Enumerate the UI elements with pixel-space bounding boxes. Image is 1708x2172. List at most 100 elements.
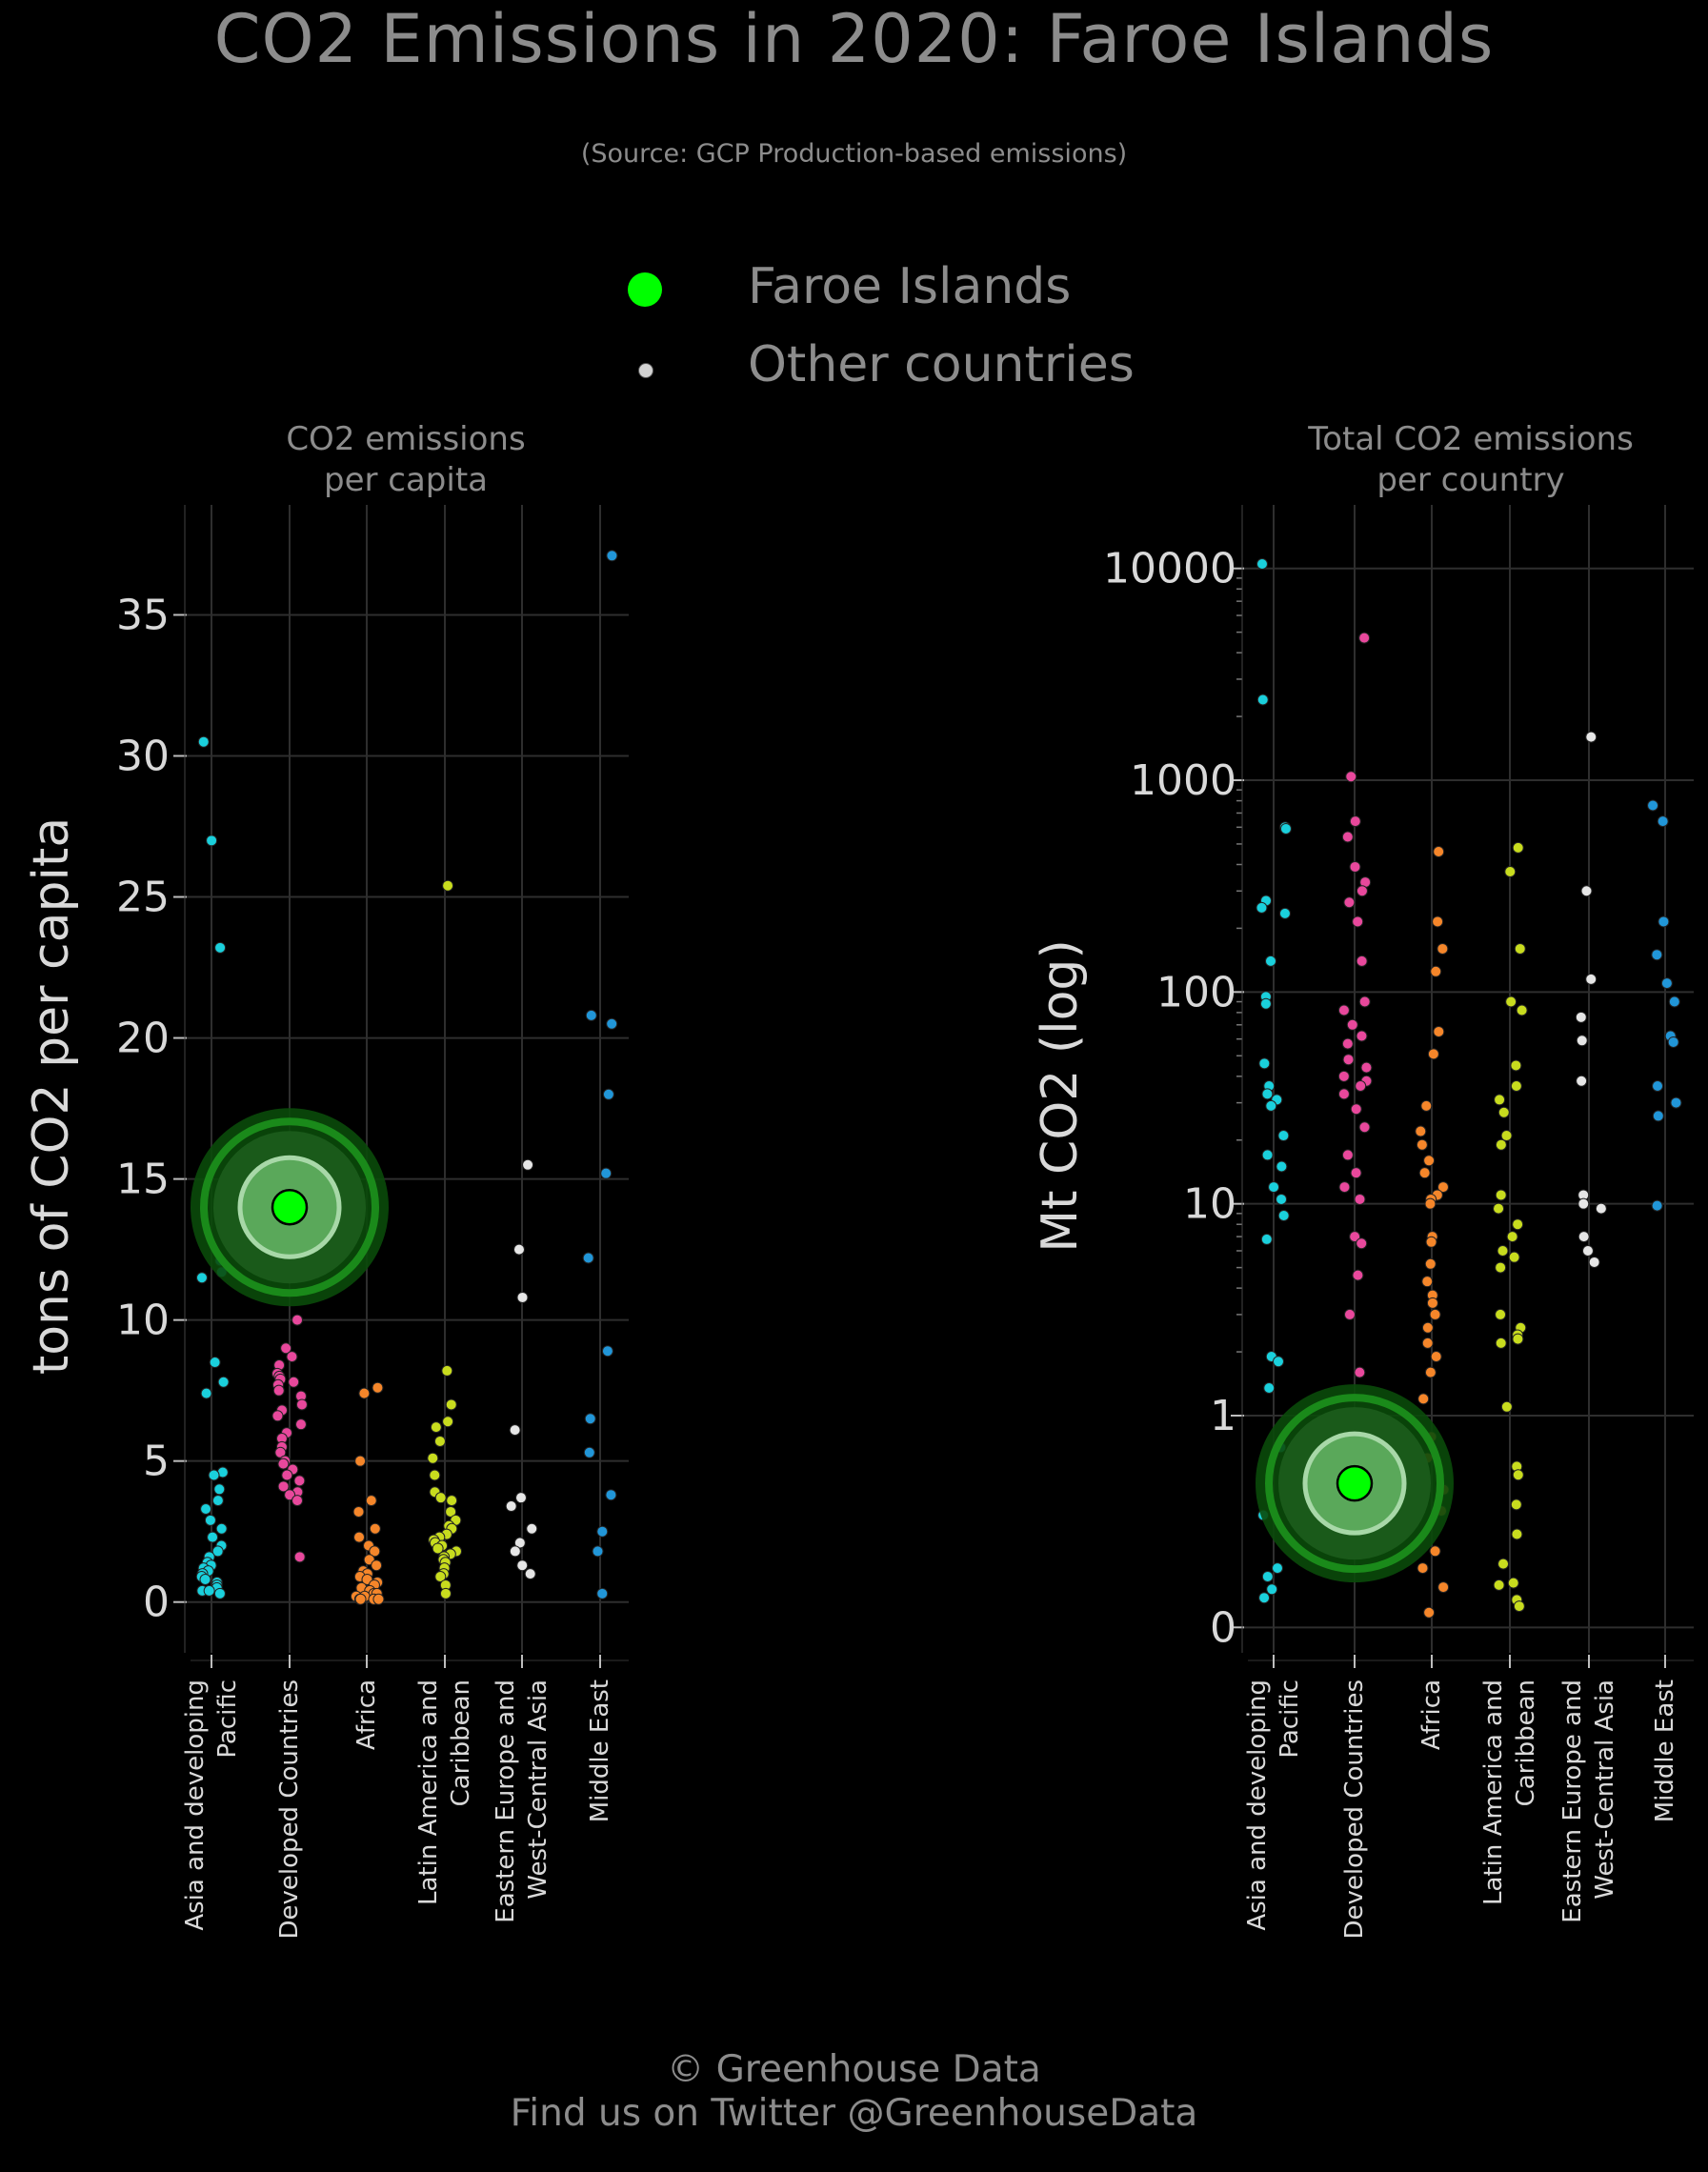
data-point [1580, 885, 1593, 897]
y-tick-label: 5 [143, 1438, 170, 1486]
data-point [288, 1376, 300, 1388]
data-point [1504, 866, 1517, 878]
data-point [1352, 1269, 1364, 1281]
data-point [272, 1384, 285, 1397]
data-point [1258, 1592, 1271, 1604]
data-point [1423, 1606, 1436, 1619]
data-point [1358, 996, 1371, 1008]
x-tick-label: Africa [352, 1679, 381, 1750]
data-point [354, 1593, 367, 1605]
data-point [442, 879, 454, 892]
data-point [1420, 1099, 1433, 1112]
data-point [1346, 1018, 1358, 1031]
x-tick-label: Pacific [1276, 1679, 1304, 1759]
x-tick-label: Middle East [1651, 1679, 1679, 1822]
data-point [358, 1387, 371, 1399]
x-tick-label: Eastern Europe and [1558, 1679, 1587, 1923]
data-point [1417, 1393, 1430, 1405]
data-point [295, 1398, 308, 1411]
data-point [1423, 1155, 1436, 1167]
data-point [1258, 1057, 1271, 1070]
data-point [1256, 901, 1268, 914]
data-point [592, 1545, 604, 1558]
data-point [293, 1551, 306, 1563]
data-point [1430, 965, 1442, 977]
data-point [1265, 1099, 1277, 1112]
data-point [1651, 1199, 1663, 1212]
data-point [1279, 822, 1292, 835]
data-point [439, 1587, 452, 1599]
data-point [1495, 1138, 1507, 1151]
x-tick-label: West-Central Asia [1591, 1679, 1619, 1900]
data-point [200, 1503, 212, 1516]
data-point [1500, 1400, 1513, 1413]
data-point [352, 1505, 365, 1518]
data-point [1497, 1244, 1509, 1257]
data-point [516, 1559, 529, 1572]
data-point [1510, 1079, 1522, 1092]
data-point [606, 550, 618, 562]
data-point [432, 1542, 444, 1555]
data-point [1512, 1469, 1524, 1481]
data-point [1668, 996, 1680, 1008]
data-point [1658, 915, 1670, 928]
data-point [1576, 1075, 1588, 1087]
x-tick-label: Pacific [213, 1679, 242, 1759]
data-point [429, 1469, 441, 1481]
data-point [1577, 1231, 1590, 1243]
x-tick-label: Asia and developing [181, 1679, 210, 1931]
data-point [585, 1009, 597, 1021]
data-point [1647, 799, 1659, 812]
data-point [1421, 1276, 1434, 1288]
data-point [601, 1345, 613, 1358]
data-point [1349, 1231, 1361, 1243]
data-point [1261, 1570, 1274, 1582]
data-point [1495, 1261, 1507, 1274]
data-point [430, 1421, 442, 1434]
data-point [515, 1492, 528, 1504]
data-point [1259, 997, 1272, 1010]
highlight-faroe-islands [191, 1108, 389, 1307]
data-point [1350, 1167, 1362, 1179]
data-point [200, 1387, 212, 1399]
data-point [1343, 896, 1356, 909]
data-point [1261, 1088, 1274, 1100]
data-point [1514, 942, 1526, 955]
data-point [1264, 955, 1276, 967]
data-point [203, 1584, 215, 1597]
data-point [1497, 1106, 1510, 1118]
data-point [1495, 1189, 1507, 1201]
y-axis-label: tons of CO2 per capita [23, 817, 80, 1375]
data-point [1263, 1382, 1276, 1395]
data-point [209, 1357, 221, 1369]
data-point [1652, 1079, 1664, 1092]
data-point [602, 1088, 614, 1100]
data-point [206, 835, 218, 847]
data-point [214, 941, 227, 954]
data-point [277, 1480, 290, 1493]
data-point [596, 1587, 609, 1599]
data-point [1437, 1581, 1450, 1594]
data-point [1341, 831, 1354, 843]
data-point [1510, 1498, 1522, 1511]
data-point [1356, 1030, 1368, 1042]
data-point [1595, 1202, 1607, 1215]
data-point [516, 1291, 529, 1303]
data-point [433, 1435, 446, 1447]
x-tick-label: Latin America and [1479, 1679, 1508, 1905]
panel-title: per country [1376, 461, 1564, 499]
data-point [509, 1424, 521, 1437]
data-point [1415, 1125, 1427, 1137]
data-point [600, 1167, 613, 1179]
panel-title: CO2 emissions [286, 420, 525, 458]
data-point [513, 1537, 526, 1549]
data-point [1493, 1202, 1505, 1215]
data-point [1424, 1366, 1437, 1378]
data-point [584, 1413, 596, 1425]
data-point [199, 1574, 211, 1586]
data-point [204, 1514, 216, 1526]
highlight-ring [1265, 1394, 1444, 1574]
data-point [1352, 915, 1364, 928]
data-point [606, 1017, 618, 1030]
y-tick-label: 1000 [1130, 756, 1236, 805]
